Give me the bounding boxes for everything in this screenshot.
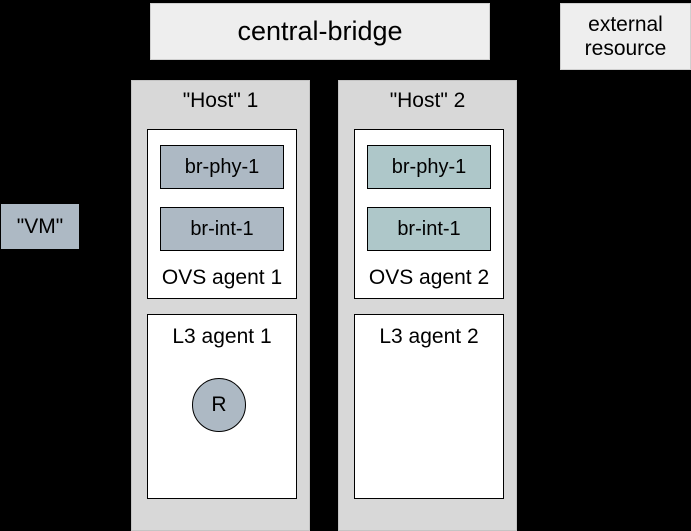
host1-br-phy-1-node[interactable]: br-phy-1 <box>160 145 284 189</box>
host-2-title: "Host" 2 <box>389 89 466 112</box>
vm-label: "VM" <box>16 214 64 238</box>
l3-agent-1-label: L3 agent 1 <box>172 325 272 348</box>
l3-agent-2-box[interactable]: L3 agent 2 <box>354 314 504 499</box>
host2-br-phy-1-node[interactable]: br-phy-1 <box>367 145 491 189</box>
external-resource-node[interactable]: external resource <box>560 3 691 70</box>
host1-router-node[interactable]: R <box>192 378 246 432</box>
host-panel-1[interactable]: "Host" 1 br-phy-1 br-int-1 OVS agent 1 L… <box>131 80 310 531</box>
central-bridge-label: central-bridge <box>237 16 403 47</box>
host2-br-int-1-label: br-int-1 <box>397 217 461 240</box>
host-panel-2[interactable]: "Host" 2 br-phy-1 br-int-1 OVS agent 2 L… <box>338 80 517 531</box>
host1-br-int-1-label: br-int-1 <box>190 217 254 240</box>
l3-agent-2-label: L3 agent 2 <box>379 325 479 348</box>
external-resource-label-line1: external <box>588 12 663 36</box>
host1-br-int-1-node[interactable]: br-int-1 <box>160 207 284 251</box>
host1-br-phy-1-label: br-phy-1 <box>184 155 260 178</box>
ovs-agent-1-label: OVS agent 1 <box>161 266 283 289</box>
host2-br-int-1-node[interactable]: br-int-1 <box>367 207 491 251</box>
ovs-agent-2-label: OVS agent 2 <box>368 266 490 289</box>
vm-node[interactable]: "VM" <box>0 203 80 250</box>
central-bridge-node[interactable]: central-bridge <box>150 3 490 60</box>
ovs-agent-1-box[interactable]: br-phy-1 br-int-1 OVS agent 1 <box>147 129 297 299</box>
external-resource-label-line2: resource <box>584 36 667 60</box>
host2-br-phy-1-label: br-phy-1 <box>391 155 467 178</box>
host1-router-label: R <box>211 393 227 416</box>
l3-agent-1-box[interactable]: L3 agent 1 <box>147 314 297 499</box>
host-1-title: "Host" 1 <box>182 89 259 112</box>
ovs-agent-2-box[interactable]: br-phy-1 br-int-1 OVS agent 2 <box>354 129 504 299</box>
